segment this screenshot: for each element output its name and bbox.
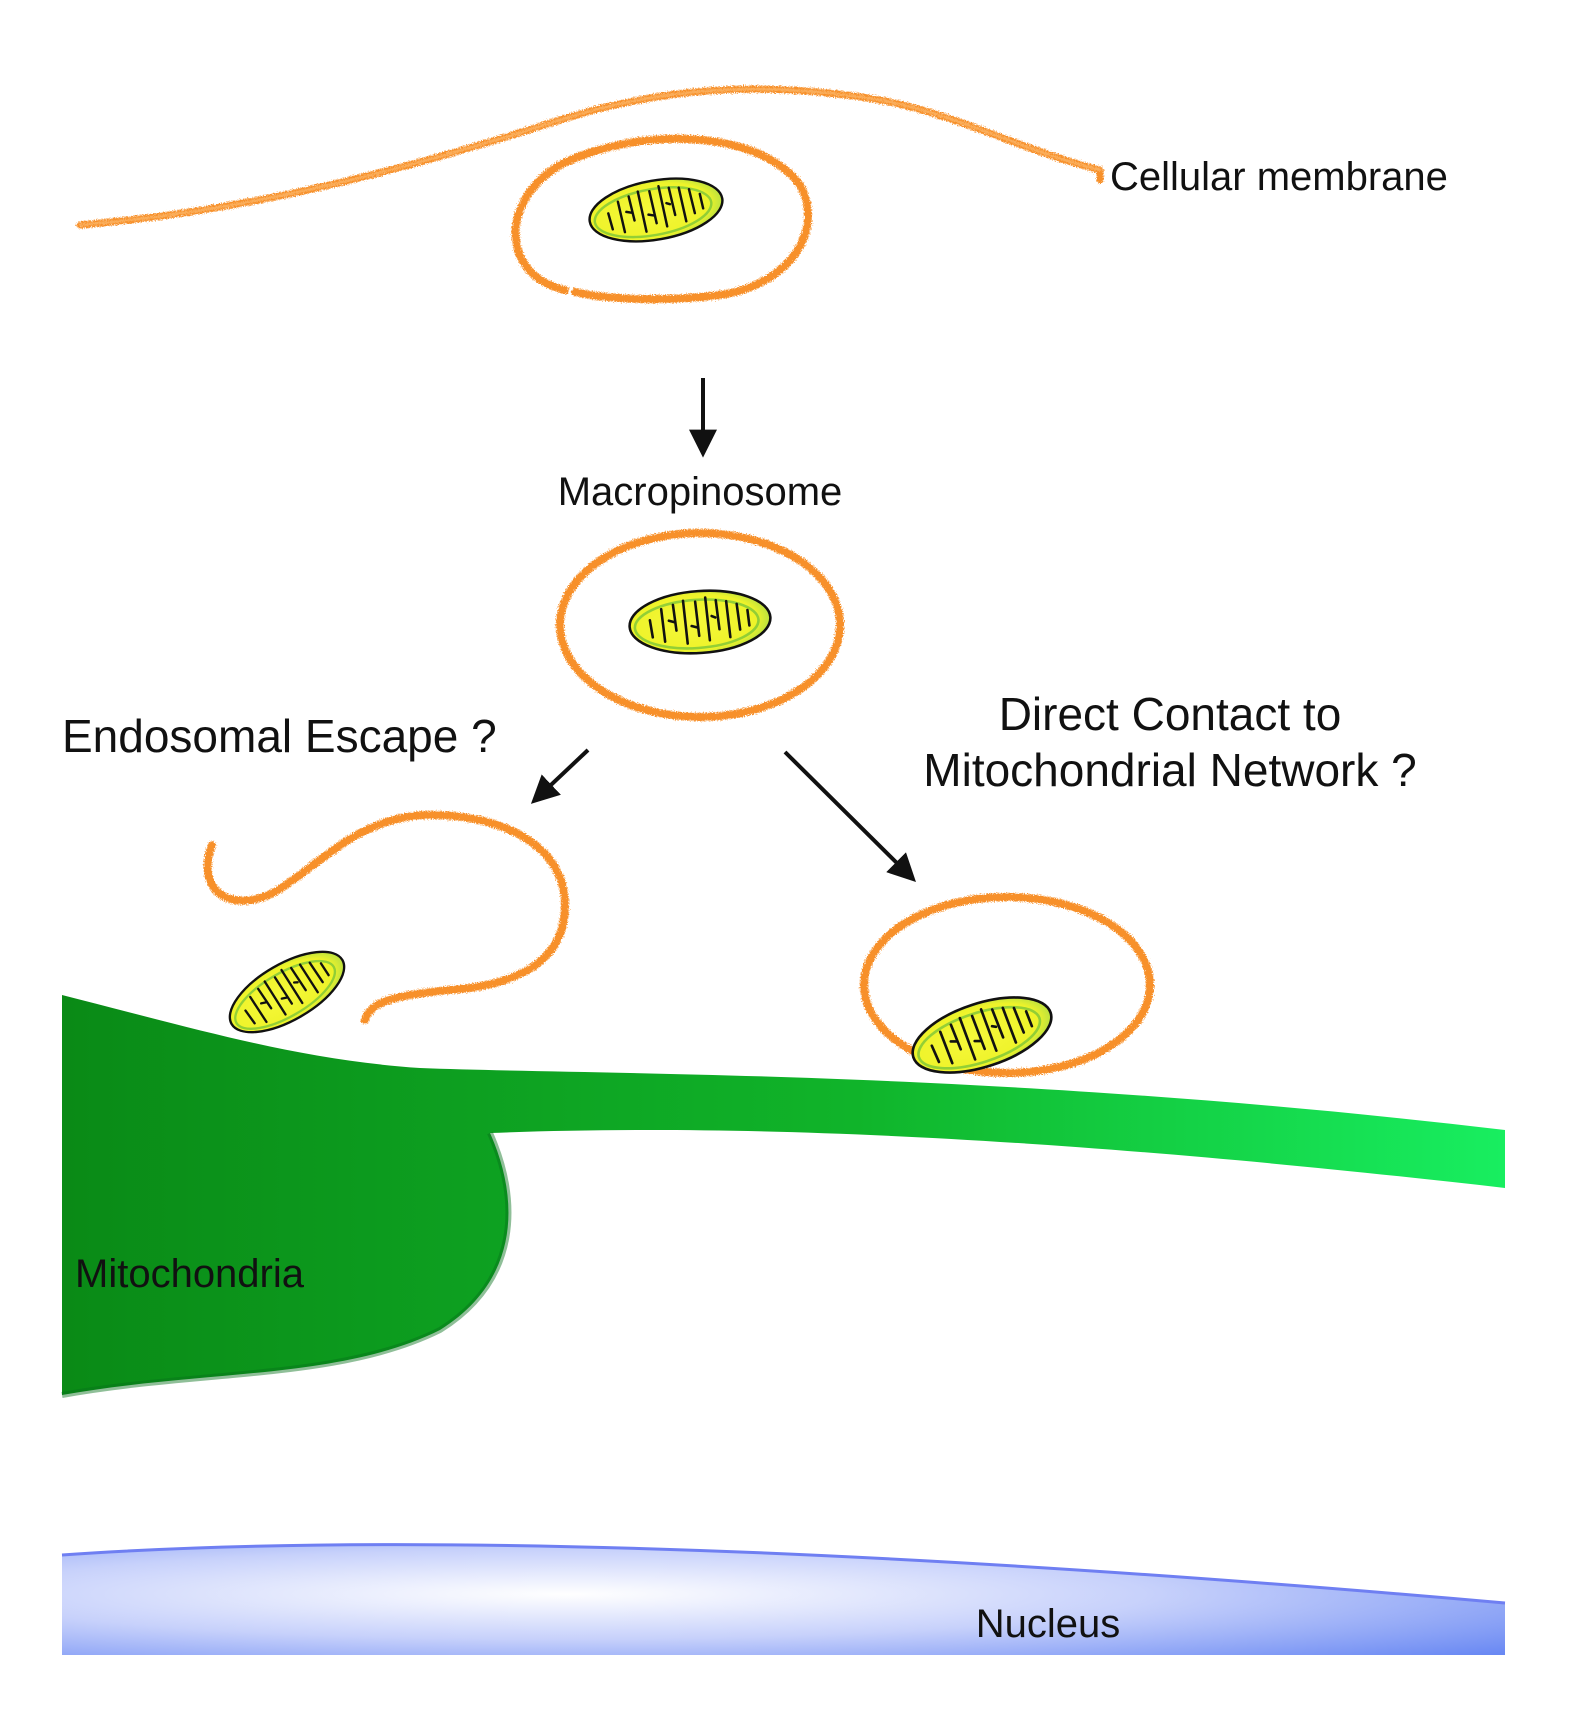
label-macropinosome: Macropinosome [558, 470, 843, 514]
ruptured-endosome [203, 811, 569, 1024]
label-nucleus: Nucleus [976, 1602, 1121, 1646]
forming-vesicle [511, 134, 813, 304]
mitochondrion-organelle-1 [583, 168, 729, 252]
label-direct-contact-line2: Mitochondrial Network ? [923, 744, 1416, 796]
nucleus-edge [61, 1543, 1506, 1605]
cellular-membrane-texture [78, 87, 1102, 227]
mitochondrial-network [62, 995, 1505, 1395]
arrow-endosomal-escape [530, 748, 590, 804]
mitochondrion-organelle-2 [626, 584, 774, 660]
contact-endosome [860, 893, 1154, 1077]
arrow-direct-contact [783, 750, 916, 882]
label-endosomal-escape: Endosomal Escape ? [62, 710, 497, 762]
macropinosome-vesicle [556, 529, 844, 721]
label-direct-contact-line1: Direct Contact to [999, 688, 1342, 740]
mitochondrial-network-shadow [61, 1131, 512, 1398]
label-cellular-membrane: Cellular membrane [1110, 155, 1448, 199]
label-mitochondria: Mitochondria [75, 1252, 305, 1296]
mitochondrion-organelle-3 [216, 934, 358, 1050]
nucleus-shape [62, 1544, 1505, 1655]
